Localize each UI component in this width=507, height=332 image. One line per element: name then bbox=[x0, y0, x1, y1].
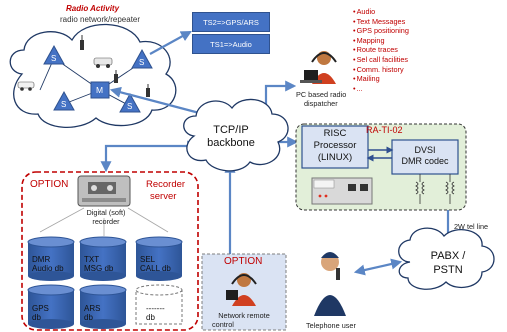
feature-list: Audio Text Messages GPS positioning Mapp… bbox=[353, 7, 503, 93]
db-label-ars-line2: db bbox=[84, 313, 93, 322]
handheld-radio-icon bbox=[80, 35, 84, 50]
feature-item: Audio bbox=[353, 7, 503, 17]
dvsi-codec-box bbox=[391, 139, 459, 175]
db-label-txt-line1: TXT bbox=[84, 255, 100, 264]
remote-option-label: OPTION bbox=[224, 256, 263, 267]
telephone-user-label: Telephone user bbox=[306, 321, 356, 330]
radio-network-subtitle: radio network/repeater bbox=[60, 15, 141, 24]
database-cylinder-sel bbox=[135, 236, 183, 281]
radio-activity-title: Radio Activity bbox=[66, 4, 120, 13]
handheld-radio-icon bbox=[114, 70, 118, 83]
repeater-node-s-2 bbox=[131, 48, 153, 69]
database-cylinder-dmr bbox=[27, 236, 75, 281]
hardware-unit-image bbox=[311, 177, 373, 205]
arrow-backbone-to-recorder bbox=[100, 140, 199, 173]
risc-processor-box bbox=[301, 125, 369, 169]
arrow-cloud-to-ts bbox=[149, 30, 192, 55]
recorder-title-line1: Recorder bbox=[146, 179, 186, 190]
node-label-s-4: S bbox=[127, 102, 133, 111]
feature-item: Route traces bbox=[353, 45, 503, 55]
tel-line-label: 2W tel line bbox=[454, 222, 489, 231]
db-label-ars-line1: ARS bbox=[84, 304, 101, 313]
recorder-device-label-line1: Digital (soft) bbox=[86, 208, 126, 217]
db-label-dmr-line1: DMR bbox=[32, 255, 51, 264]
remote-label-line2: control bbox=[212, 320, 234, 329]
feature-item: GPS positioning bbox=[353, 26, 503, 36]
line-transformer-icon bbox=[415, 174, 455, 204]
dvsi-label-line1: DVSI bbox=[414, 145, 436, 155]
device-panel bbox=[295, 123, 467, 211]
risc-label-line3: (LINUX) bbox=[317, 152, 353, 163]
device-link bbox=[366, 146, 394, 162]
recorder-device-label-line2: recorder bbox=[92, 217, 120, 226]
feature-item: Text Messages bbox=[353, 17, 503, 27]
backbone-label-line1: TCP/IP bbox=[213, 124, 249, 136]
vehicle-icon bbox=[17, 81, 35, 91]
database-cylinder-ars bbox=[79, 284, 127, 329]
pabx-label-line2: PSTN bbox=[433, 264, 463, 276]
feature-item: Sel call facilities bbox=[353, 55, 503, 65]
db-label-generic-line2: db bbox=[146, 313, 155, 322]
pabx-pstn-cloud bbox=[398, 227, 495, 290]
db-label-generic-line1: ------- bbox=[146, 304, 165, 313]
ts1-box: TS1=>Audio bbox=[192, 34, 270, 54]
remote-label-line1: Network remote bbox=[218, 311, 270, 320]
risc-label-line2: Processor bbox=[313, 140, 357, 151]
dispatcher-label-line2: dispatcher bbox=[304, 99, 338, 108]
feature-item: Comm. history bbox=[353, 65, 503, 75]
recorder-title-line2: server bbox=[150, 191, 177, 202]
remote-control-panel bbox=[201, 253, 287, 331]
db-label-dmr-line2: Audio db bbox=[32, 264, 64, 273]
dvsi-label-line2: DMR codec bbox=[401, 156, 449, 166]
database-cylinder-gps bbox=[27, 284, 75, 329]
node-label-s-3: S bbox=[61, 100, 67, 109]
tcp-ip-backbone-cloud bbox=[183, 98, 289, 172]
db-label-gps-line1: GPS bbox=[32, 304, 49, 313]
feature-item: Mapping bbox=[353, 36, 503, 46]
risc-label-line1: RISC bbox=[323, 128, 347, 139]
remote-operator-icon bbox=[226, 273, 257, 306]
db-label-sel-line2: CALL db bbox=[140, 264, 171, 273]
telephone-user-icon bbox=[314, 252, 346, 316]
database-cylinder-txt bbox=[79, 236, 127, 281]
db-label-gps-line2: db bbox=[32, 313, 41, 322]
radio-network-cloud bbox=[9, 23, 177, 129]
node-label-m: M bbox=[96, 85, 104, 95]
feature-item: Mailing bbox=[353, 74, 503, 84]
master-node-m bbox=[90, 81, 110, 99]
db-label-sel-line1: SEL bbox=[140, 255, 156, 264]
arrow-user-to-pabx bbox=[353, 258, 403, 276]
database-cylinder-generic bbox=[135, 284, 183, 325]
recorder-fan-lines bbox=[39, 207, 169, 236]
dispatcher-icon bbox=[300, 51, 337, 84]
device-name: RA-TI-02 bbox=[366, 125, 403, 135]
node-label-s-1: S bbox=[51, 54, 57, 63]
repeater-node-s-3 bbox=[53, 90, 75, 111]
vehicle-icon bbox=[93, 57, 113, 68]
recorder-device-icon bbox=[77, 175, 131, 207]
dispatcher-label-line1: PC based radio bbox=[296, 90, 347, 99]
ts2-box: TS2=>GPS/ARS bbox=[192, 12, 270, 32]
recorder-option-label: OPTION bbox=[30, 179, 69, 190]
backbone-label-line2: backbone bbox=[207, 137, 255, 149]
node-label-s-2: S bbox=[139, 58, 145, 67]
db-label-txt-line2: MSG db bbox=[84, 264, 114, 273]
repeater-node-s-1 bbox=[43, 44, 65, 65]
feature-item: ... bbox=[353, 84, 503, 94]
pabx-label-line1: PABX / bbox=[430, 250, 466, 262]
